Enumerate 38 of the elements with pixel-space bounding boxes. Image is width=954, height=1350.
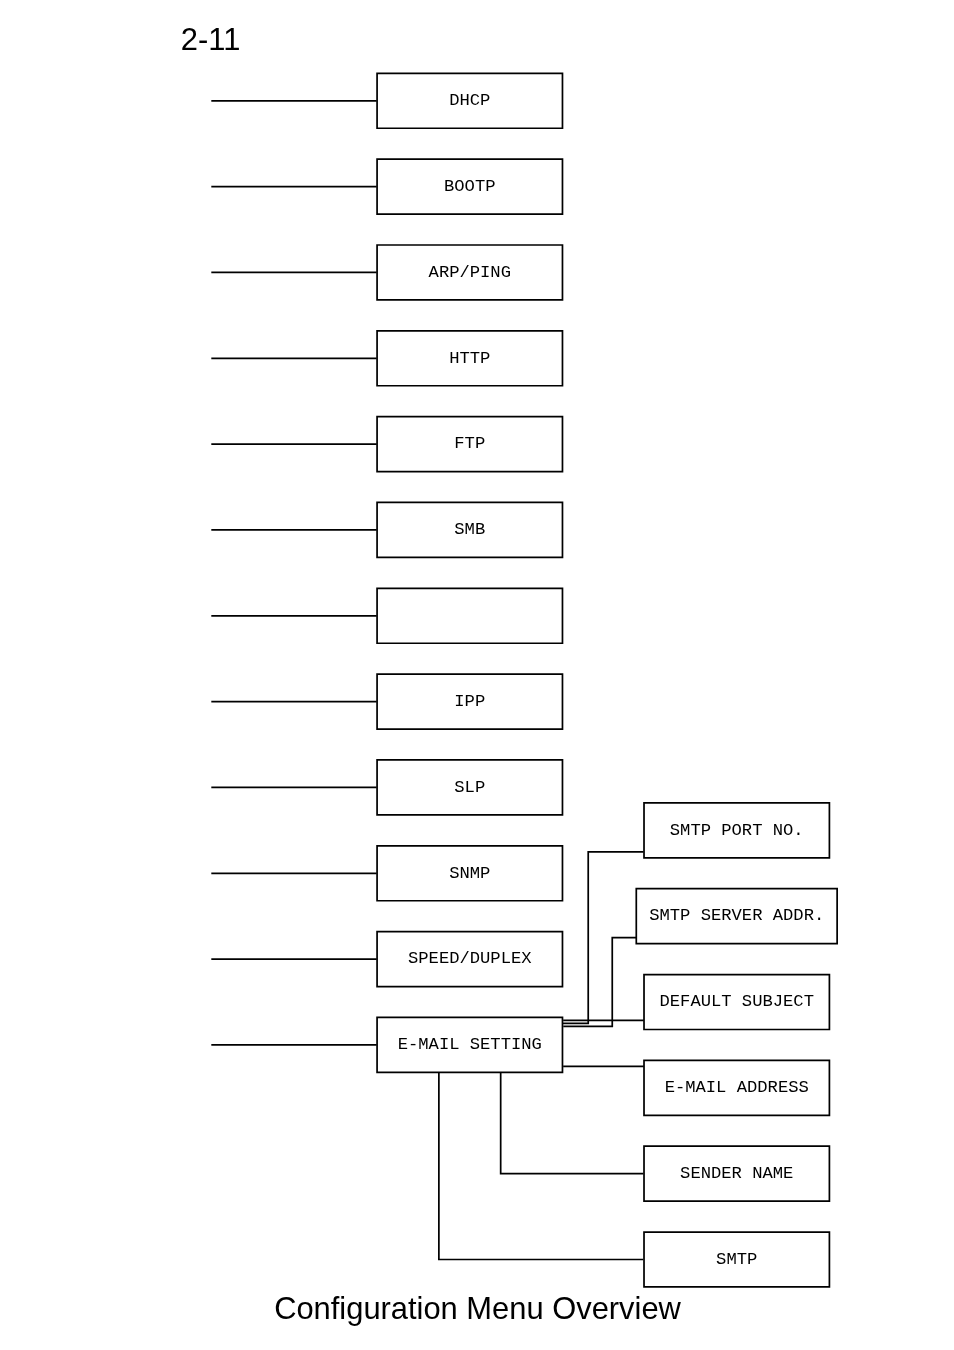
connector: [209, 786, 378, 789]
node-box: DHCP: [375, 72, 563, 130]
connector: [209, 529, 378, 531]
node-box: [375, 587, 563, 645]
caption: Configuration Menu Overview: [273, 1290, 681, 1326]
connector: [561, 1019, 645, 1022]
connector: [209, 872, 378, 875]
node-box: DEFAULT SUBJECT: [642, 973, 830, 1031]
node-box: E-MAIL ADDRESS: [642, 1059, 830, 1117]
node-box: IPP: [375, 673, 563, 730]
node-box: SPEED/DUPLEX: [375, 930, 563, 988]
node-box: SENDER NAME: [642, 1145, 830, 1202]
connector: [499, 1072, 644, 1175]
connector: [209, 614, 378, 617]
connector: [561, 850, 644, 1025]
node-box: SMB: [375, 501, 563, 559]
connector: [209, 1044, 378, 1046]
connector: [209, 700, 378, 703]
node-box: HTTP: [375, 329, 563, 387]
node-box: SMTP: [642, 1231, 830, 1288]
node-box: SMTP PORT NO.: [642, 802, 830, 859]
label: 2-11: [180, 21, 240, 57]
connector: [209, 271, 378, 274]
node-box: ARP/PING: [375, 244, 563, 301]
connector: [209, 185, 378, 188]
connector: [209, 357, 378, 360]
connector: [437, 1071, 644, 1261]
node-box: SMTP SERVER ADDR.: [634, 887, 838, 945]
node-box: SNMP: [375, 844, 563, 902]
connector: [209, 958, 378, 960]
connector: [209, 443, 378, 445]
node-box: E-MAIL SETTING: [375, 1016, 563, 1074]
node-box: FTP: [375, 415, 563, 473]
node-box: SLP: [375, 759, 563, 816]
connector: [561, 1065, 645, 1068]
connector: [209, 99, 378, 102]
connector: [561, 936, 637, 1028]
node-box: BOOTP: [375, 158, 563, 215]
